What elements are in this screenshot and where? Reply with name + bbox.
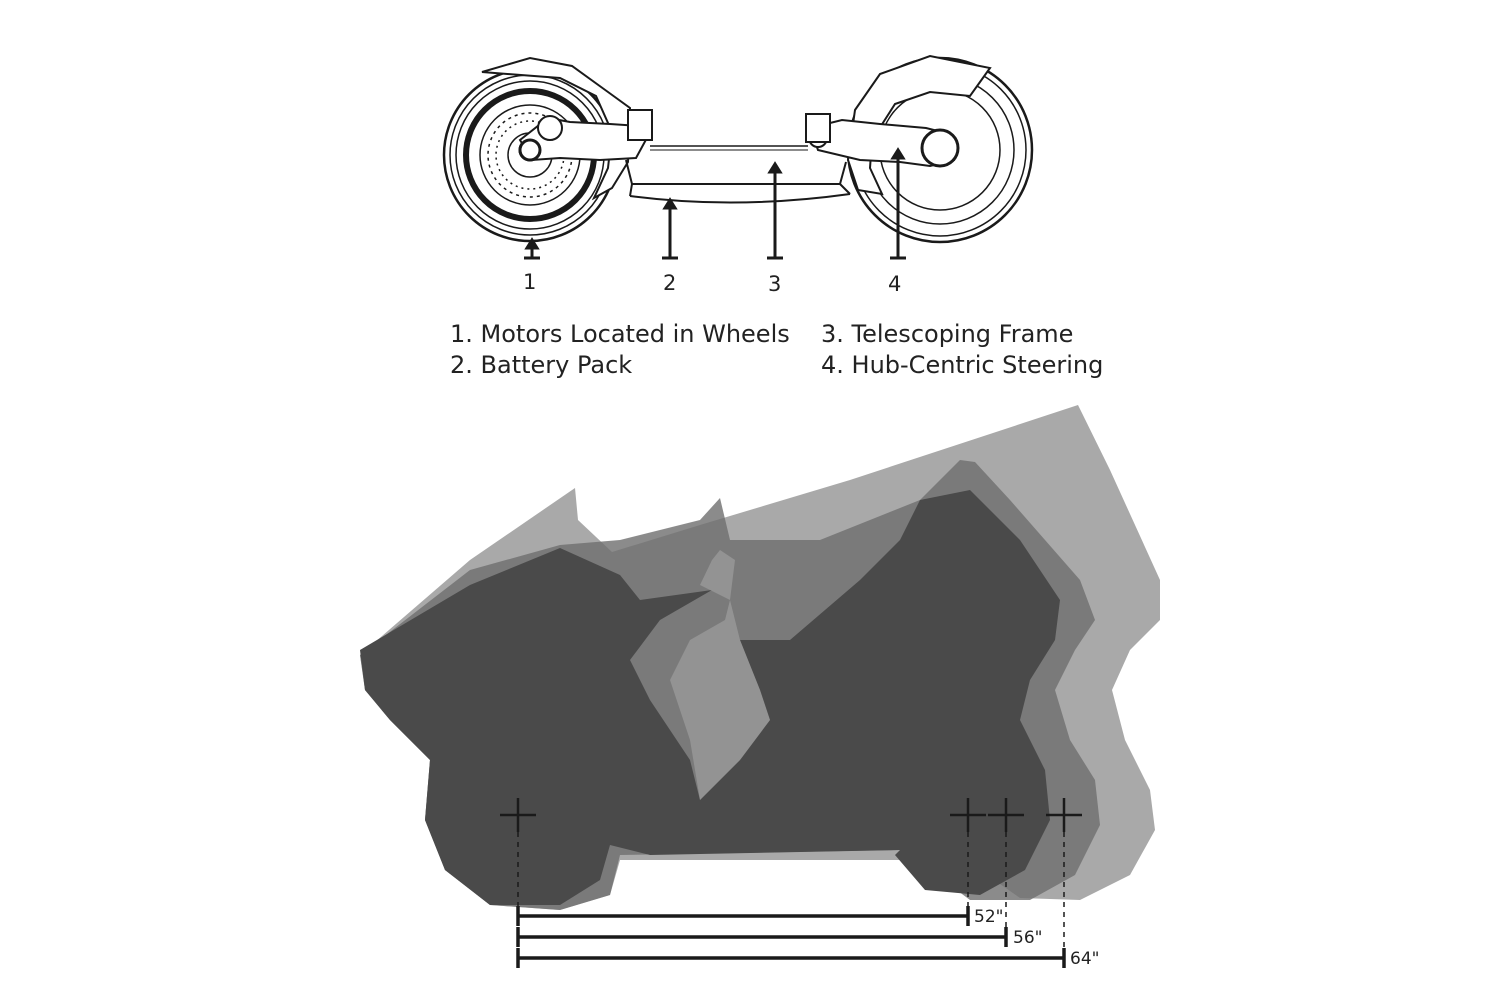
legend-item-2: 2. Battery Pack [450,351,632,379]
front-fender [846,54,992,196]
silhouette-52 [360,490,1060,905]
axle-markers [500,798,1082,832]
silhouettes [360,405,1160,910]
rear-fender [481,56,632,201]
telescoping-frame [625,109,851,204]
legend-item-1: 1. Motors Located in Wheels [450,320,790,348]
callout-3: 3 [768,272,781,296]
wheelbase-label-56: 56" [1013,928,1042,948]
callout-2: 2 [663,271,676,295]
legend-item-4: 4. Hub-Centric Steering [821,351,1103,379]
drop-lines [517,832,1065,952]
wheelbase-label-64: 64" [1070,949,1099,969]
rider-shape [670,550,770,800]
callout-arrows [524,147,906,260]
callout-4: 4 [888,272,901,296]
callout-1: 1 [523,270,536,294]
chassis-drawing [442,54,1034,244]
wheelbase-label-52: 52" [974,907,1003,927]
wheelbase-bars [516,906,1066,968]
legend-item-3: 3. Telescoping Frame [821,320,1073,348]
